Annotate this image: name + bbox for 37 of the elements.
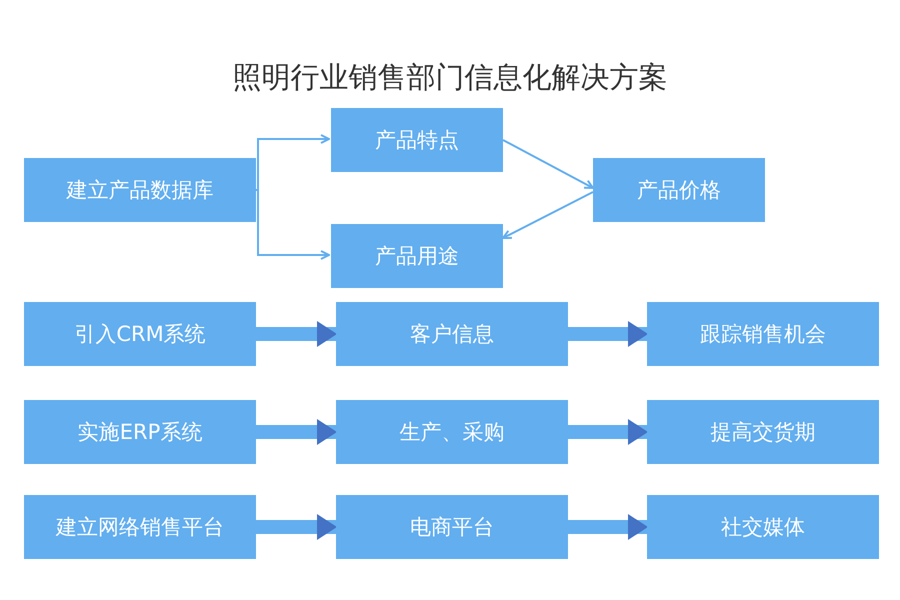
process-box (336, 400, 568, 464)
box-label: 引入CRM系统 (74, 321, 206, 348)
process-box (331, 224, 503, 288)
box-label: 客户信息 (410, 321, 494, 348)
arrow (256, 514, 337, 540)
box-label: 跟踪销售机会 (700, 321, 826, 348)
box-label: 提高交货期 (710, 419, 816, 446)
box-label: 实施ERP系统 (78, 419, 202, 446)
box-label: 产品用途 (375, 243, 459, 270)
process-box (336, 495, 568, 559)
arrow (502, 191, 594, 239)
arrow (256, 189, 330, 260)
arrow (568, 321, 648, 347)
arrow (256, 134, 330, 191)
process-box (647, 400, 879, 464)
arrow (568, 514, 648, 540)
process-box (336, 302, 568, 366)
process-box (24, 495, 256, 559)
process-box (647, 302, 879, 366)
box-label: 电商平台 (410, 514, 494, 541)
process-box (647, 495, 879, 559)
process-box (331, 108, 503, 172)
arrow (256, 419, 337, 445)
box-label: 产品特点 (375, 127, 459, 154)
box-label: 建立网络销售平台 (56, 514, 224, 541)
process-box (24, 302, 256, 366)
process-box (24, 158, 256, 222)
arrow (502, 139, 594, 189)
arrow (256, 321, 337, 347)
box-label: 生产、采购 (400, 419, 504, 446)
box-label: 建立产品数据库 (66, 177, 214, 204)
box-label: 社交媒体 (721, 514, 805, 541)
process-box (24, 400, 256, 464)
process-box (593, 158, 765, 222)
arrow (568, 419, 648, 445)
title: 照明行业销售部门信息化解决方案 (232, 59, 668, 96)
box-label: 产品价格 (637, 177, 721, 204)
